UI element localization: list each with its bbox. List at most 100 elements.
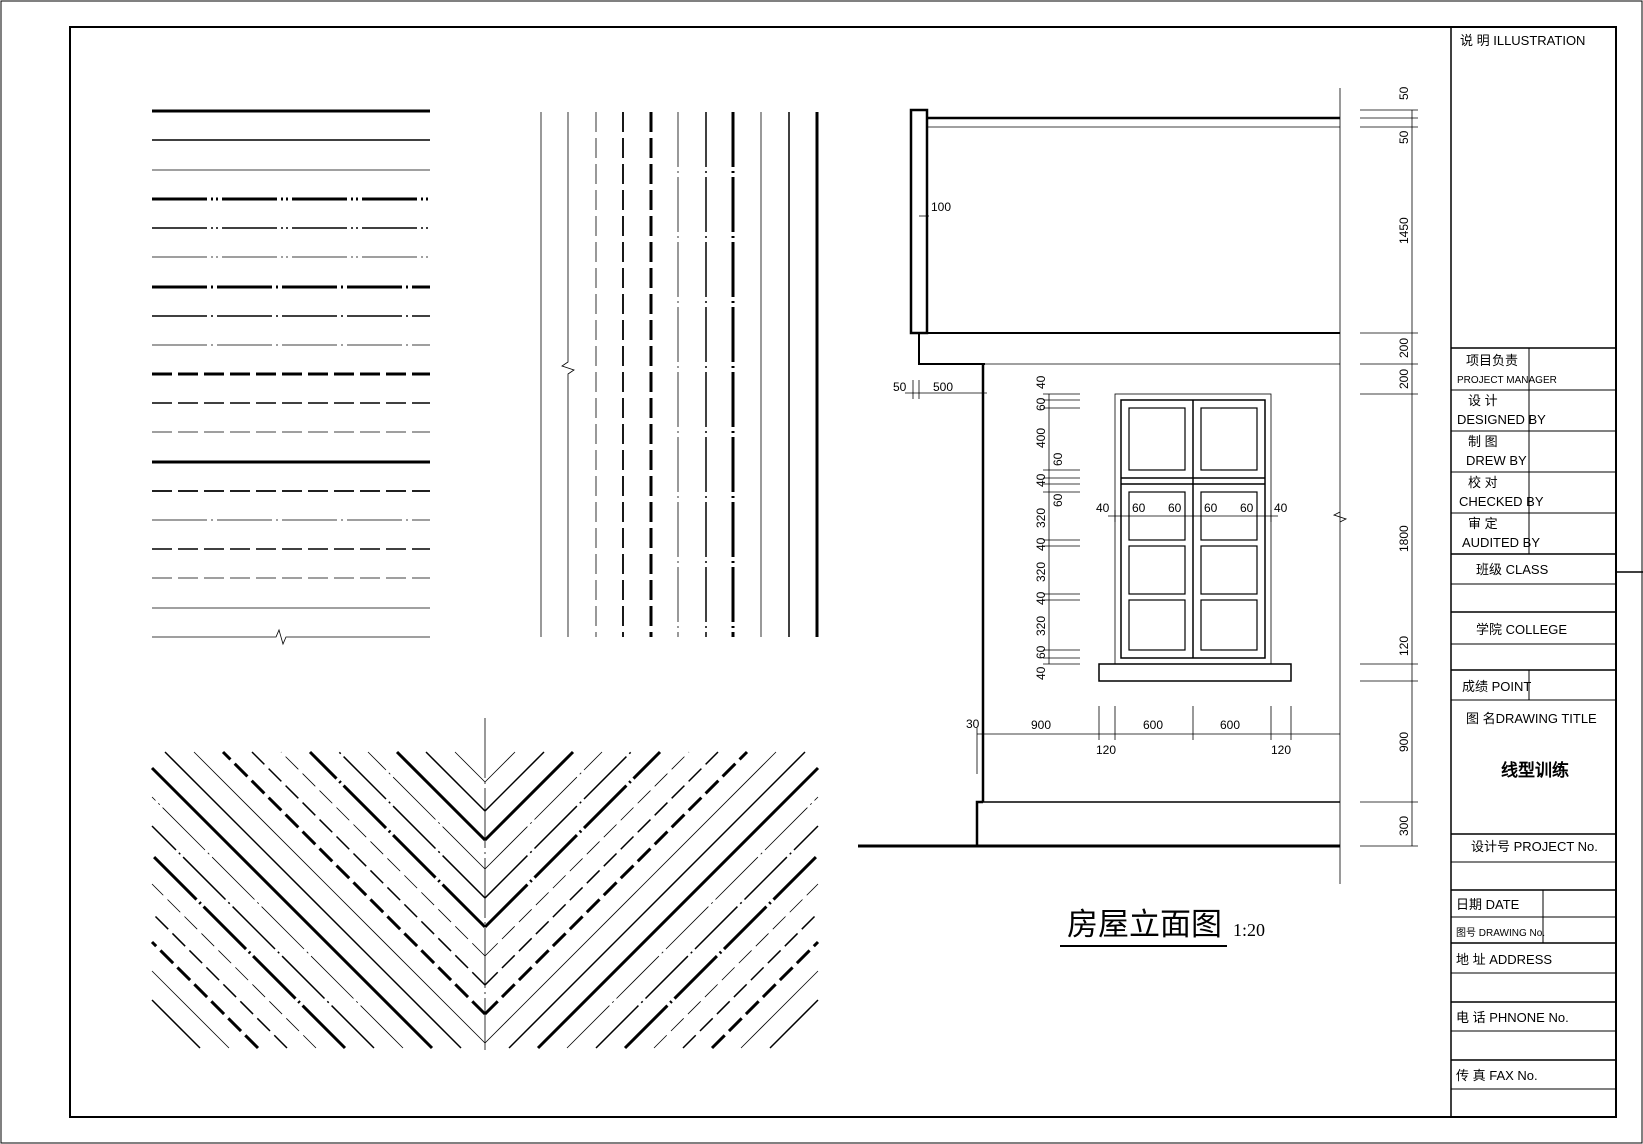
phone-label: 电 话 PHNONE No. xyxy=(1456,1010,1569,1025)
diagonal-hatch-pattern xyxy=(150,718,820,1050)
hatch-line xyxy=(653,883,819,1049)
window-height-dimensions xyxy=(1043,393,1080,665)
hatch-line xyxy=(483,750,662,929)
dim-win-320a: 320 xyxy=(1034,508,1048,528)
dim-win-60a: 60 xyxy=(1034,397,1048,411)
hatch-line xyxy=(151,912,288,1049)
hatch-line xyxy=(221,750,487,1016)
hatch-line xyxy=(367,751,486,870)
window-width-dimensions xyxy=(1108,510,1278,522)
hatch-line xyxy=(484,751,719,986)
hatch-line xyxy=(151,999,201,1049)
drawing-no-label: 图号 DRAWING No. xyxy=(1456,927,1545,939)
hatch-line xyxy=(566,796,819,1049)
dim-bottom-120a: 120 xyxy=(1096,743,1116,757)
address-label: 地 址 ADDRESS xyxy=(1456,952,1552,967)
dim-eave-50: 50 xyxy=(893,380,907,394)
hatch-line xyxy=(454,751,486,783)
title-block xyxy=(1450,27,1616,1117)
hatch-line xyxy=(150,853,347,1050)
bottom-dimensions xyxy=(976,706,1340,774)
dim-win-40a: 40 xyxy=(1034,375,1048,389)
hatch-line xyxy=(769,999,819,1049)
hatch-line xyxy=(508,751,806,1049)
parapet xyxy=(909,108,929,335)
dim-bottom-600a: 600 xyxy=(1143,718,1163,732)
hatch-line xyxy=(150,940,260,1050)
dim-row-60d: 60 xyxy=(1240,501,1254,515)
fax-label: 传 真 FAX No. xyxy=(1456,1068,1538,1083)
hatch-line xyxy=(484,751,545,812)
dim-win-60c: 60 xyxy=(1051,493,1065,507)
dim-win-320c: 320 xyxy=(1034,616,1048,636)
hatch-line xyxy=(193,751,486,1044)
class-label: 班级 CLASS xyxy=(1476,562,1549,577)
dim-row-40b: 40 xyxy=(1274,501,1288,515)
dim-win-60d: 60 xyxy=(1034,645,1048,659)
dim-right-50a: 50 xyxy=(1397,86,1411,100)
hatch-line xyxy=(536,766,820,1050)
hatch-line xyxy=(151,970,230,1049)
hatch-line xyxy=(251,751,486,986)
dim-row-40a: 40 xyxy=(1096,501,1110,515)
dim-bottom-900: 900 xyxy=(1031,718,1051,732)
dim-win-60b: 60 xyxy=(1051,452,1065,466)
hatch-line xyxy=(484,751,632,899)
dim-right-1800: 1800 xyxy=(1397,525,1411,552)
dim-win-320b: 320 xyxy=(1034,562,1048,582)
hatch-line xyxy=(150,766,434,1050)
house-elevation xyxy=(858,88,1418,947)
dimension-labels: 50 50 1450 200 200 1800 120 900 300 40 6… xyxy=(893,86,1411,836)
pm-label-en: PROJECT MANAGER xyxy=(1457,375,1557,386)
dim-right-120: 120 xyxy=(1397,636,1411,656)
inner-frame xyxy=(69,26,1617,1118)
dim-right-200a: 200 xyxy=(1397,338,1411,358)
dim-bottom-30: 30 xyxy=(966,717,980,731)
dim-row-60b: 60 xyxy=(1168,501,1182,515)
hatch-line xyxy=(682,912,819,1049)
pm-label-cn: 项目负责 xyxy=(1466,353,1518,368)
dim-bottom-120b: 120 xyxy=(1271,743,1291,757)
hatch-line xyxy=(280,751,486,957)
hatch-line xyxy=(740,970,819,1049)
drawing-title: 线型训练 xyxy=(1501,760,1569,780)
hatch-line xyxy=(395,750,487,842)
drew-label-en: DREW BY xyxy=(1466,453,1527,468)
audited-label-cn: 审 定 xyxy=(1468,516,1498,531)
title-block-text: 说 明 ILLUSTRATION 项目负责 PROJECT MANAGER 设 … xyxy=(1456,33,1598,1083)
hatch-line xyxy=(151,796,404,1049)
hatch-line xyxy=(623,853,820,1050)
dim-right-50b: 50 xyxy=(1397,130,1411,144)
hatch-line xyxy=(595,825,819,1049)
drew-label-cn: 制 图 xyxy=(1468,434,1498,449)
date-label: 日期 DATE xyxy=(1456,897,1520,912)
dim-win-40e: 40 xyxy=(1034,666,1048,680)
checked-label-cn: 校 对 xyxy=(1468,475,1498,490)
hatch-line xyxy=(484,751,690,957)
hatch-line xyxy=(484,751,603,870)
dim-right-300: 300 xyxy=(1397,816,1411,836)
window-sill xyxy=(1098,663,1292,682)
hatch-line xyxy=(151,883,317,1049)
dim-right-900: 900 xyxy=(1397,732,1411,752)
hatch-line xyxy=(425,751,486,812)
plinth xyxy=(975,800,983,846)
dim-parapet-100: 100 xyxy=(931,200,951,214)
dim-win-400: 400 xyxy=(1034,428,1048,448)
hatch-line xyxy=(338,751,486,899)
hatch-line xyxy=(164,751,462,1049)
hatch-line xyxy=(484,751,777,1044)
designed-label-cn: 设 计 xyxy=(1468,393,1498,408)
hatch-line xyxy=(484,751,516,783)
window xyxy=(1098,393,1292,682)
hatch-line xyxy=(483,750,575,842)
college-label: 学院 COLLEGE xyxy=(1476,622,1567,637)
designed-label-en: DESIGNED BY xyxy=(1457,412,1546,427)
dim-row-60c: 60 xyxy=(1204,501,1218,515)
eave-dimensions xyxy=(905,215,987,399)
dim-bottom-600b: 600 xyxy=(1220,718,1240,732)
dim-eave-500: 500 xyxy=(933,380,953,394)
project-no-label: 设计号 PROJECT No. xyxy=(1471,839,1598,854)
